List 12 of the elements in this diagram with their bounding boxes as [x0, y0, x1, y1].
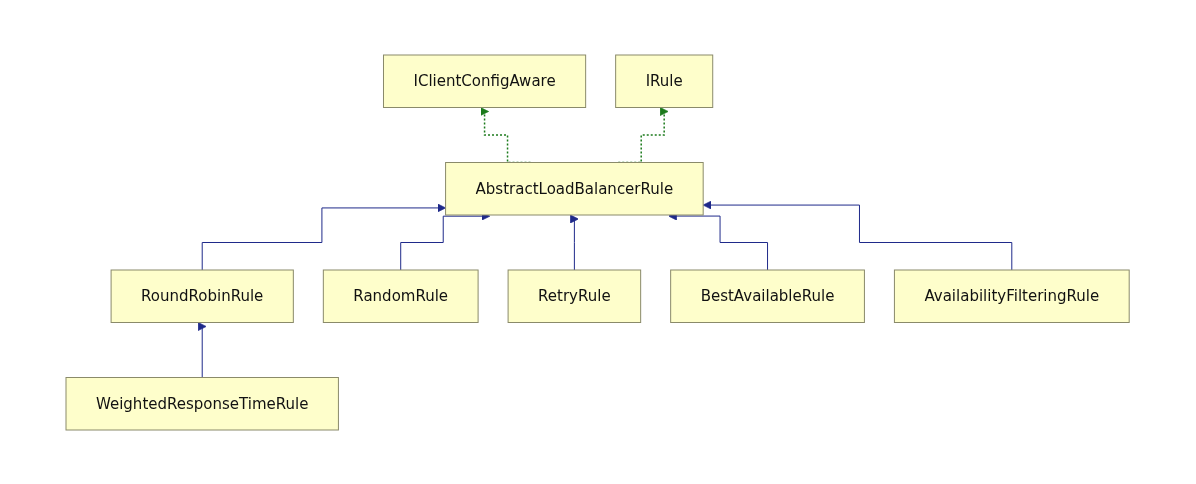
node-box: BestAvailableRule — [670, 269, 866, 323]
arrow — [198, 321, 207, 378]
arrow — [202, 203, 447, 270]
node-box: AvailabilityFilteringRule — [894, 269, 1131, 323]
node-box: IRule — [615, 54, 714, 108]
node-box: IClientConfigAware — [383, 54, 587, 108]
node-box: AbstractLoadBalancerRule — [445, 161, 705, 215]
node-box: RoundRobinRule — [111, 269, 295, 323]
arrow — [703, 200, 1013, 270]
node-box: WeightedResponseTimeRule — [65, 376, 340, 430]
node-box: RandomRule — [323, 269, 479, 323]
node-box: RetryRule — [508, 269, 642, 323]
